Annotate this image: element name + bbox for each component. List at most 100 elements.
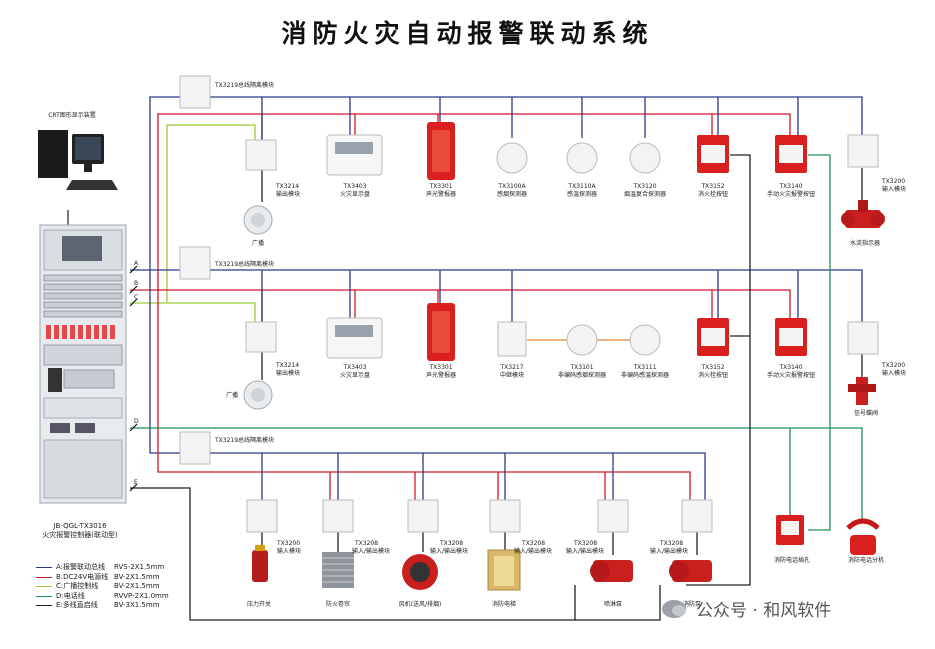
- row3-model-3: TX3208: [522, 540, 546, 547]
- row2-model-1: TX3403: [343, 364, 367, 371]
- legend-swatch-a: [36, 567, 52, 569]
- row2-name-8: 输入模块: [882, 370, 907, 377]
- fire-pump: [669, 560, 712, 582]
- row2-model-7: TX3140: [779, 364, 803, 371]
- signal-butterfly-valve: [848, 377, 876, 405]
- row3-model-4: TX3208: [574, 540, 598, 547]
- row1-name-6: 消火栓按钮: [697, 191, 729, 198]
- smoke-detector-row1: [496, 142, 528, 174]
- wechat-icon: [662, 599, 686, 618]
- speaker-label-row1: 广播: [251, 240, 265, 247]
- row3-model-5: TX3208: [660, 540, 684, 547]
- row2-name-0: 输出模块: [276, 370, 301, 377]
- legend-name: B:DC24V电源线: [56, 572, 109, 581]
- bus-letter-b: B: [134, 280, 139, 287]
- water-flow-indicator: [841, 200, 885, 228]
- row1-name-3: 感烟探测器: [496, 191, 528, 198]
- row2-model-4: TX3101: [570, 364, 594, 371]
- non-coded-smoke-detector-row2: [566, 324, 598, 356]
- bus-a-row2: [130, 269, 863, 322]
- bus-b-row1: [157, 113, 791, 292]
- row2-model-8: TX3200: [882, 362, 906, 369]
- row2-model-2: TX3301: [429, 364, 453, 371]
- phone-jack-label: 消防电话插孔: [773, 557, 811, 564]
- legend-name: E:多线直启线: [56, 601, 98, 609]
- water-flow-label: 水流指示器: [849, 240, 881, 247]
- row3-model-1: TX3208: [355, 540, 379, 547]
- row1-name-2: 声光警报器: [425, 191, 457, 198]
- row1-name-4: 感温探测器: [566, 191, 598, 198]
- page-title: 消防火灾自动报警联动系统: [281, 19, 654, 48]
- row2-name-7: 手动火灾报警按钮: [766, 372, 816, 379]
- bus-b-row2: [130, 289, 791, 318]
- bus-c-row1: [166, 124, 256, 303]
- row3-name-5: 输入/输出模块: [650, 548, 689, 555]
- bottom-device-5: 消防泵: [682, 601, 702, 608]
- bottom-device-0: 压力开关: [246, 601, 272, 608]
- legend-swatch-b: [36, 576, 52, 578]
- bottom-device-3: 消防电梯: [491, 601, 517, 608]
- sprinkler-pump: [590, 560, 633, 582]
- fire-phone-extension: [846, 518, 880, 555]
- legend-row: E:多线直启线 BV-3X1.5mm: [36, 601, 169, 611]
- row1-model-4: TX3110A: [568, 183, 596, 190]
- row3-name-0: 输入模块: [277, 548, 302, 555]
- row1-name-7: 手动火灾报警按钮: [766, 191, 816, 198]
- row2-name-4: 非编码感烟探测器: [557, 372, 607, 379]
- row2-name-3: 中继模块: [499, 372, 525, 379]
- bottom-device-4: 喷淋泵: [603, 601, 623, 608]
- legend-row: A:报警联动总线 RVS-2X1.5mm: [36, 563, 169, 573]
- bus-letter-a: A: [134, 260, 139, 267]
- phone-ext-label: 消防电话分机: [847, 557, 885, 564]
- legend: A:报警联动总线 RVS-2X1.5mm B:DC24V电源线 BV-2X1.5…: [36, 563, 169, 611]
- isolator-module-2: [179, 246, 211, 280]
- row2-model-6: TX3152: [701, 364, 725, 371]
- controller-cabinet: [39, 224, 127, 504]
- row2-name-5: 非编码感温探测器: [620, 372, 670, 379]
- row3-name-4: 输入/输出模块: [566, 548, 605, 555]
- fire-display-panel-row1: [326, 134, 383, 176]
- watermark-text: 公众号 · 和风软件: [696, 601, 832, 621]
- io-module-row3-5: [681, 499, 713, 533]
- bus-letter-c: C: [134, 294, 139, 301]
- io-module-row3-3: [489, 499, 521, 533]
- output-module-row1: [245, 139, 277, 171]
- legend-swatch-d: [36, 595, 52, 597]
- output-module-row2: [245, 321, 277, 353]
- legend-row: D:电话线 RVVP-2X1.0mm: [36, 592, 169, 602]
- row3-model-0: TX3200: [277, 540, 301, 547]
- speaker-label-row2: 广播: [226, 392, 239, 399]
- row3-model-2: TX3208: [440, 540, 464, 547]
- row1-model-3: TX3100A: [498, 183, 526, 190]
- bus-d: [130, 427, 863, 520]
- bus-c-row2: [130, 302, 256, 322]
- bus-letter-e: E: [134, 479, 138, 486]
- isolator-label-3: TX3219总线隔离模块: [215, 437, 275, 444]
- heat-detector-row1: [566, 142, 598, 174]
- row2-model-3: TX3217: [500, 364, 524, 371]
- legend-spec: RVS-2X1.5mm: [114, 563, 165, 571]
- legend-spec: BV-2X1.5mm: [114, 572, 160, 581]
- isolator-label-1: TX3219总线隔离模块: [215, 82, 275, 89]
- crt-label: CRT图形显示装置: [48, 112, 96, 119]
- row1-name-0: 输出模块: [276, 191, 301, 198]
- non-coded-heat-detector-row2: [629, 324, 661, 356]
- bus-b-row3: [157, 292, 691, 500]
- bus-a-row3: [149, 280, 706, 500]
- input-module-row3: [246, 499, 278, 533]
- bus-letter-d: D: [134, 418, 139, 425]
- row1-name-5: 烟温复合探测器: [623, 191, 667, 198]
- legend-row: B:DC24V电源线 BV-2X1.5mm: [36, 573, 169, 583]
- row2-name-6: 消火栓按钮: [697, 372, 729, 379]
- isolator-module-1: [179, 75, 211, 109]
- row1-model-2: TX3301: [429, 183, 453, 190]
- io-module-row3-4: [597, 499, 629, 533]
- input-module-row1: [847, 134, 879, 168]
- signal-valve-label: 信号蝶阀: [853, 410, 879, 417]
- row2-name-2: 声光警报器: [425, 372, 457, 379]
- row1-model-0: TX3214: [276, 183, 300, 190]
- row2-name-1: 火灾显示盘: [339, 372, 371, 379]
- io-module-row3-2: [407, 499, 439, 533]
- legend-name: D:电话线: [56, 591, 85, 600]
